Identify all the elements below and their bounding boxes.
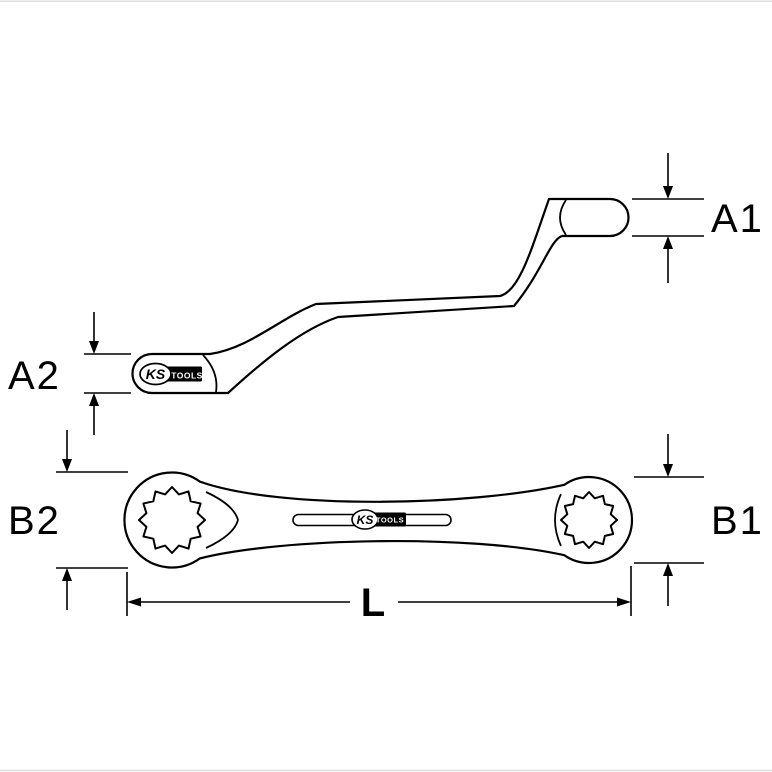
- l-arrowhead-left: [127, 597, 141, 607]
- top-view: KS TOOLS: [123, 471, 634, 569]
- dim-label-length: L: [361, 581, 387, 625]
- b1-arrowhead-top: [663, 464, 673, 477]
- wrench-side-outline: [131, 197, 630, 395]
- left-ring-bore: [138, 486, 206, 554]
- logo-tools-box: [373, 512, 406, 527]
- dim-l: L: [126, 566, 632, 625]
- dim-a1: A1: [632, 153, 764, 283]
- left-ring-chamfer: [205, 491, 239, 549]
- logo-tools-text: TOOLS: [376, 516, 404, 525]
- right-ring-chamfer: [554, 493, 562, 547]
- ks-tools-logo-top: KS TOOLS: [351, 509, 406, 530]
- b1-arrowhead-bottom: [663, 563, 673, 576]
- dim-label-a2: A2: [8, 354, 61, 398]
- b2-arrowhead-top: [62, 459, 72, 472]
- a2-arrowhead-bottom: [89, 393, 99, 406]
- logo-ks-ellipse: [351, 509, 379, 530]
- dim-label-b1: B1: [711, 499, 764, 543]
- side-view: KS TOOLS: [131, 197, 630, 395]
- logo-tools-text: TOOLS: [171, 371, 203, 381]
- a1-arrowhead-top: [663, 186, 673, 199]
- dim-a2: A2: [8, 312, 131, 435]
- dim-b1: B1: [634, 434, 764, 606]
- dim-label-a1: A1: [711, 197, 764, 241]
- page-border-bottom: [0, 769, 772, 772]
- left-head-edge-line: [202, 354, 218, 393]
- b2-arrowhead-bottom: [62, 568, 72, 581]
- dim-b2: B2: [8, 430, 128, 610]
- right-head-edge-line: [559, 199, 567, 236]
- right-ring-bore: [560, 491, 618, 549]
- dim-label-b2: B2: [8, 499, 61, 543]
- a2-arrowhead-top: [89, 341, 99, 354]
- l-arrowhead-right: [617, 597, 631, 607]
- ks-tools-logo-side: KS TOOLS: [139, 362, 203, 386]
- a1-arrowhead-bottom: [663, 236, 673, 249]
- logo-tools-box: [163, 366, 202, 382]
- logo-ks-text: KS: [146, 366, 166, 382]
- logo-ks-ellipse: [139, 362, 172, 386]
- logo-ks-text: KS: [357, 513, 374, 527]
- page-border-top: [0, 0, 772, 2]
